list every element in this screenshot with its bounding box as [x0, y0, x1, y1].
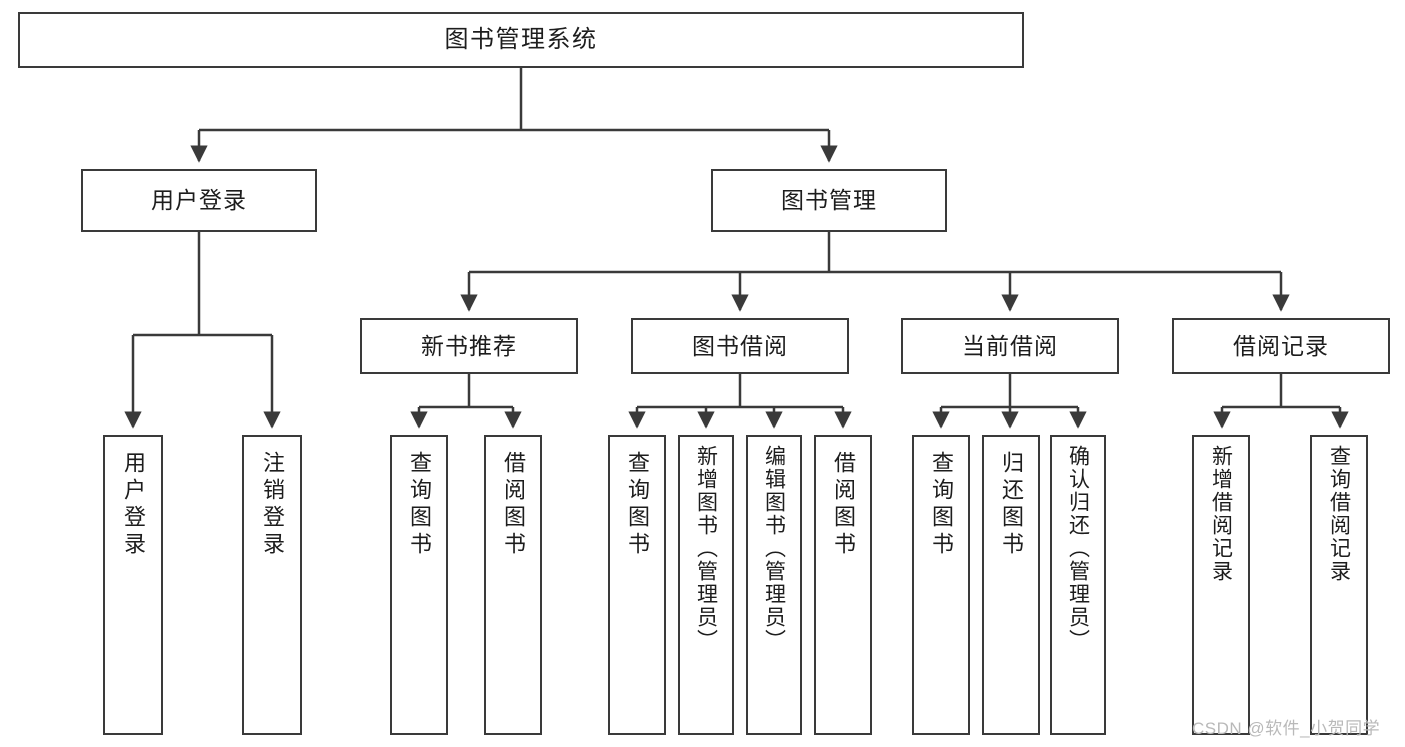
- node-leaf-user-login-label: 用户登录: [121, 451, 146, 559]
- node-leaf-confirm-return-label: 确认归还（管理员）: [1066, 445, 1090, 652]
- node-new-book-recommend[interactable]: 新书推荐: [360, 318, 578, 374]
- node-book-borrow[interactable]: 图书借阅: [631, 318, 849, 374]
- node-leaf-query-record-label: 查询借阅记录: [1327, 445, 1351, 583]
- node-new-book-recommend-label: 新书推荐: [421, 332, 517, 359]
- node-leaf-edit-book[interactable]: 编辑图书（管理员）: [746, 435, 802, 735]
- watermark: CSDN @软件_小贺同学: [1192, 719, 1381, 738]
- node-leaf-query-book-3[interactable]: 查询图书: [912, 435, 970, 735]
- node-leaf-query-book-3-label: 查询图书: [929, 451, 954, 559]
- node-borrow-record-label: 借阅记录: [1233, 332, 1329, 359]
- node-leaf-confirm-return[interactable]: 确认归还（管理员）: [1050, 435, 1106, 735]
- node-leaf-borrow-book-2-label: 借阅图书: [831, 451, 856, 559]
- node-root-label: 图书管理系统: [444, 26, 598, 54]
- node-book-manage-label: 图书管理: [781, 187, 877, 214]
- node-leaf-add-record-label: 新增借阅记录: [1209, 445, 1233, 583]
- node-leaf-borrow-book-1[interactable]: 借阅图书: [484, 435, 542, 735]
- node-leaf-query-record[interactable]: 查询借阅记录: [1310, 435, 1368, 735]
- node-leaf-borrow-book-1-label: 借阅图书: [501, 451, 526, 559]
- node-root[interactable]: 图书管理系统: [18, 12, 1024, 68]
- node-book-manage[interactable]: 图书管理: [711, 169, 947, 232]
- node-leaf-query-book-1-label: 查询图书: [407, 451, 432, 559]
- node-current-borrow-label: 当前借阅: [962, 332, 1058, 359]
- node-user-login[interactable]: 用户登录: [81, 169, 317, 232]
- node-leaf-return-book[interactable]: 归还图书: [982, 435, 1040, 735]
- node-current-borrow[interactable]: 当前借阅: [901, 318, 1119, 374]
- node-leaf-borrow-book-2[interactable]: 借阅图书: [814, 435, 872, 735]
- node-leaf-user-login[interactable]: 用户登录: [103, 435, 163, 735]
- node-leaf-add-book-label: 新增图书（管理员）: [694, 445, 718, 652]
- node-leaf-query-book-2-label: 查询图书: [625, 451, 650, 559]
- node-leaf-query-book-2[interactable]: 查询图书: [608, 435, 666, 735]
- node-user-login-label: 用户登录: [151, 187, 247, 214]
- node-leaf-edit-book-label: 编辑图书（管理员）: [762, 445, 786, 652]
- node-leaf-query-book-1[interactable]: 查询图书: [390, 435, 448, 735]
- node-leaf-logout-login[interactable]: 注销登录: [242, 435, 302, 735]
- node-leaf-add-record[interactable]: 新增借阅记录: [1192, 435, 1250, 735]
- node-book-borrow-label: 图书借阅: [692, 332, 788, 359]
- node-leaf-logout-login-label: 注销登录: [260, 451, 285, 559]
- node-borrow-record[interactable]: 借阅记录: [1172, 318, 1390, 374]
- node-leaf-add-book[interactable]: 新增图书（管理员）: [678, 435, 734, 735]
- node-leaf-return-book-label: 归还图书: [999, 451, 1024, 559]
